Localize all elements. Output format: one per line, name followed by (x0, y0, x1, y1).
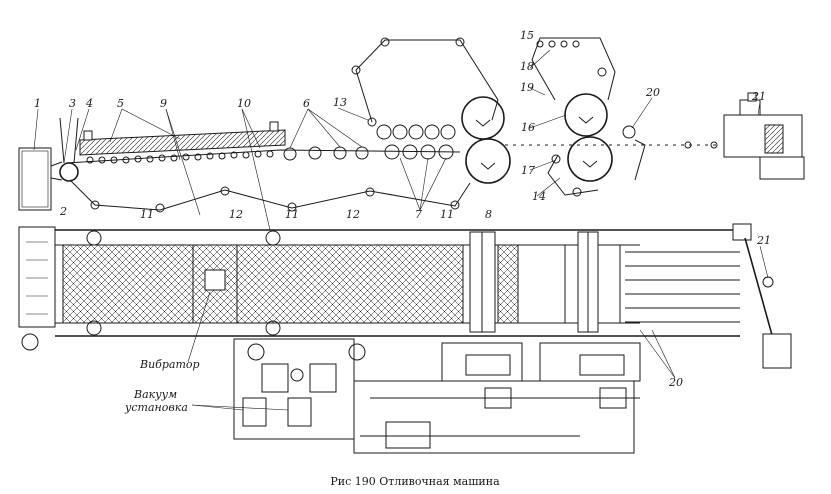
drive-motor (385, 421, 431, 449)
felt-loop (355, 39, 499, 123)
label-12b: 12 (346, 208, 360, 221)
label-8: 8 (485, 208, 492, 221)
label-4: 4 (85, 97, 93, 110)
vacuum-label-line2: установка (124, 401, 188, 414)
stacker (723, 92, 805, 180)
figure-caption: Рис 190 Отливочная машина (330, 475, 500, 488)
label-6: 6 (303, 97, 310, 110)
felt-loop-2 (531, 37, 616, 101)
label-20a: 20 (645, 86, 660, 99)
label-16: 16 (521, 121, 535, 134)
leader-lines (33, 49, 769, 379)
vibrator-unit (204, 269, 226, 291)
label-17: 17 (521, 164, 535, 177)
vacuum-pump-2 (287, 397, 312, 427)
vacuum-label-line1: Вакуум (133, 388, 177, 401)
label-11a: 11 (140, 208, 154, 221)
label-5: 5 (117, 97, 124, 110)
label-15: 15 (520, 29, 534, 42)
deckle-board (79, 129, 286, 156)
label-2: 2 (59, 205, 67, 218)
label-13: 13 (333, 96, 347, 109)
plan-view (18, 223, 792, 454)
label-10: 10 (237, 97, 251, 110)
label-21a: 21 (751, 90, 766, 103)
wire-mesh (62, 244, 464, 324)
label-11b: 11 (285, 208, 299, 221)
wire-return (69, 179, 471, 211)
lower-press-roll (465, 138, 511, 184)
label-12a: 12 (229, 208, 243, 221)
label-19: 19 (520, 81, 534, 94)
label-3: 3 (69, 97, 76, 110)
label-1: 1 (34, 97, 41, 110)
label-21b: 21 (756, 234, 771, 247)
vibrator-label: Вибратор (139, 358, 200, 371)
label-14: 14 (532, 190, 546, 203)
cutter-knife (622, 125, 636, 139)
headbox (18, 147, 52, 211)
label-7: 7 (415, 208, 422, 221)
label-20b: 20 (668, 376, 683, 389)
upper-press-roll (461, 96, 505, 140)
press-rolls (376, 124, 456, 160)
side-view (18, 37, 805, 213)
part-labels: 1 2 3 4 5 6 7 8 9 10 11 11 11 12 12 13 1… (34, 29, 771, 389)
breast-roll (59, 162, 79, 182)
vacuum-pump-1 (242, 397, 267, 427)
label-9: 9 (160, 97, 167, 110)
wire-top (65, 149, 461, 164)
output-conveyor (625, 251, 740, 323)
label-11c: 11 (440, 208, 454, 221)
label-18: 18 (520, 60, 534, 73)
